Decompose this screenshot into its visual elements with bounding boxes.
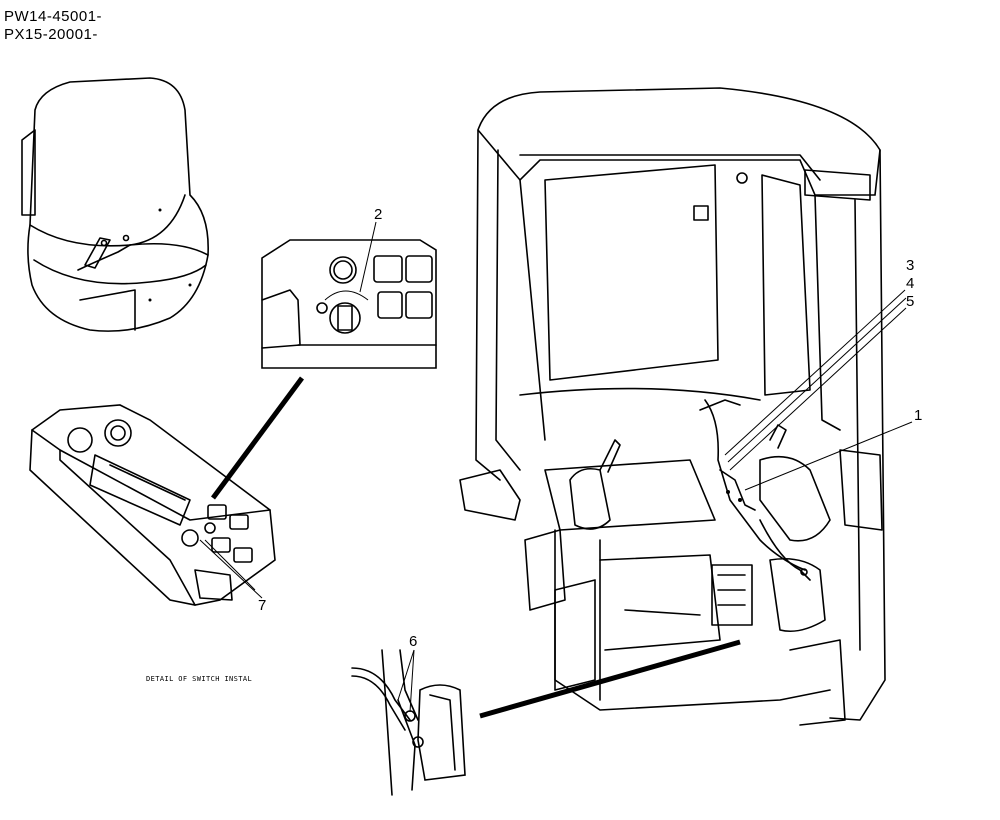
leader-line-4 [727,297,907,463]
serial-number-range-2: PX15-20001- [4,26,98,43]
callout-leaders [199,289,913,713]
console-top-view [21,77,209,332]
callout-5: 5 [906,293,914,310]
serial-number-range-1: PW14-45001- [4,8,103,25]
leader-line-6a [397,649,415,701]
leader-line-6b [409,649,415,713]
cab-assembly-view [459,87,886,726]
switch-panel-detail [261,221,437,369]
callout-1: 1 [914,407,922,424]
callout-4: 4 [906,275,914,292]
leader-line-3 [724,289,906,456]
leader-line-5 [729,307,907,471]
harness-clamp-detail [351,649,466,796]
leader-line-7 [199,539,263,599]
detail-caption: DETAIL OF SWITCH INSTAL [146,675,252,683]
callout-3: 3 [906,257,914,274]
callout-7: 7 [258,597,266,614]
callout-6: 6 [409,633,417,650]
control-box [29,404,276,606]
leader-line-1 [744,421,913,491]
callout-2: 2 [374,206,382,223]
